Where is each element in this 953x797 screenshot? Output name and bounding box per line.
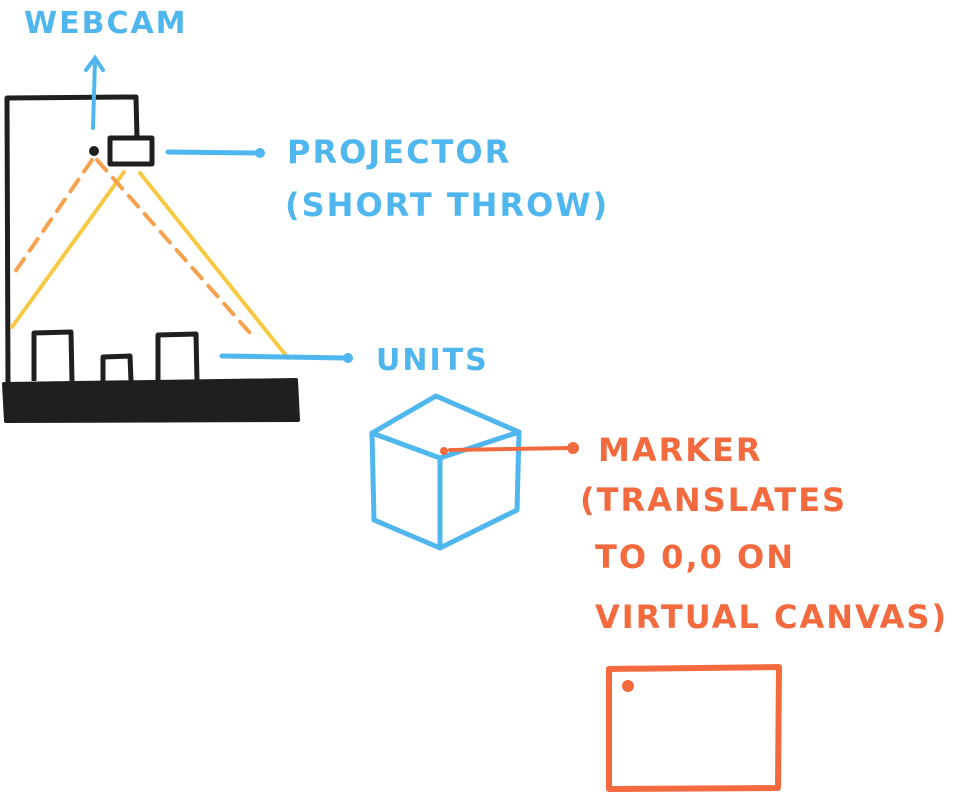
projector-label-line2: (SHORT THROW)	[285, 186, 609, 224]
unit-block-3	[155, 331, 200, 382]
projector-box	[107, 135, 155, 167]
units-label: UNITS	[376, 343, 489, 378]
projector-connector	[165, 148, 265, 158]
webcam-field-of-view	[13, 158, 252, 335]
webcam-dot	[89, 146, 99, 156]
unit-block-1	[31, 329, 75, 382]
marker-connector	[440, 442, 579, 455]
camera-fov-left	[13, 158, 94, 274]
stand-base	[2, 378, 300, 423]
webcam-label: WEBCAM	[24, 6, 188, 41]
projection-edge-left	[10, 170, 126, 329]
marker-label-line2: (TRANSLATES	[580, 481, 847, 519]
marker-label-line1: MARKER	[598, 431, 763, 469]
unit-block-2	[100, 353, 134, 382]
camera-fov-right	[95, 158, 252, 335]
webcam-arrow	[84, 54, 105, 130]
projector-stand	[4, 94, 140, 388]
virtual-canvas	[606, 664, 782, 792]
projection-edge-right	[138, 171, 290, 360]
unit-cube	[369, 393, 522, 551]
projector-label-line1: PROJECTOR	[287, 133, 511, 171]
marker-label-line4: VIRTUAL CANVAS)	[595, 598, 948, 636]
canvas-origin-dot	[622, 680, 634, 692]
projection-cone	[10, 170, 290, 360]
marker-label-line3: TO 0,0 ON	[595, 538, 795, 576]
stand-outline	[4, 94, 140, 388]
units-connector	[219, 353, 353, 363]
units-on-base	[31, 329, 200, 382]
